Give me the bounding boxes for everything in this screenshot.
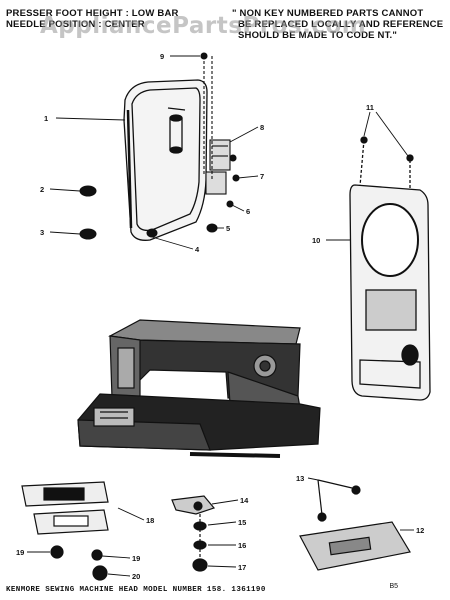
callout-17: 17: [238, 563, 246, 572]
callout-6: 6: [246, 207, 250, 216]
model-caption: KENMORE SEWING MACHINE HEAD MODEL NUMBER…: [6, 586, 266, 594]
machine-head: [77, 319, 321, 458]
base-cover-plate: [349, 136, 431, 401]
callout-12: 12: [416, 526, 424, 535]
watermark: AppliancePartsPros.com: [40, 13, 367, 39]
caption-suffix: B5: [389, 583, 398, 590]
face-cover-plate: [123, 79, 208, 241]
header-note-line1: " NON KEY NUMBERED PARTS CANNOT: [232, 8, 424, 19]
leader-lines: [27, 55, 414, 577]
callout-10: 10: [312, 236, 320, 245]
header-note-line3: SHOULD BE MADE TO CODE NT.": [238, 30, 398, 41]
callout-9: 9: [160, 52, 164, 61]
callout-2: 2: [40, 185, 44, 194]
callout-8: 8: [260, 123, 264, 132]
callout-13: 13: [296, 474, 304, 483]
callout-14: 14: [240, 496, 249, 505]
callout-16: 16: [238, 541, 246, 550]
callout-18: 18: [146, 516, 154, 525]
callout-20: 20: [132, 572, 140, 581]
callout-5: 5: [226, 224, 230, 233]
callout-4: 4: [195, 245, 200, 254]
callout-19: 19: [16, 548, 24, 557]
callout-numbers: 1 2 3 4 5 6 7 8 9 10 11 12 13 14 15 16 1…: [16, 52, 424, 581]
header-needle-position: NEEDLE POSITION : CENTER: [6, 19, 145, 30]
callout-19b: 19: [132, 554, 140, 563]
callout-7: 7: [260, 172, 264, 181]
lower-parts: [21, 479, 411, 581]
callout-1: 1: [44, 114, 48, 123]
header-note-line2: BE REPLACED LOCALLY AND REFERENCE: [238, 19, 444, 30]
header-presser-foot: PRESSER FOOT HEIGHT : LOW BAR: [6, 8, 179, 19]
callout-11: 11: [366, 103, 374, 112]
callout-15: 15: [238, 518, 246, 527]
callout-3: 3: [40, 228, 44, 237]
hinge-parts: [200, 52, 240, 208]
